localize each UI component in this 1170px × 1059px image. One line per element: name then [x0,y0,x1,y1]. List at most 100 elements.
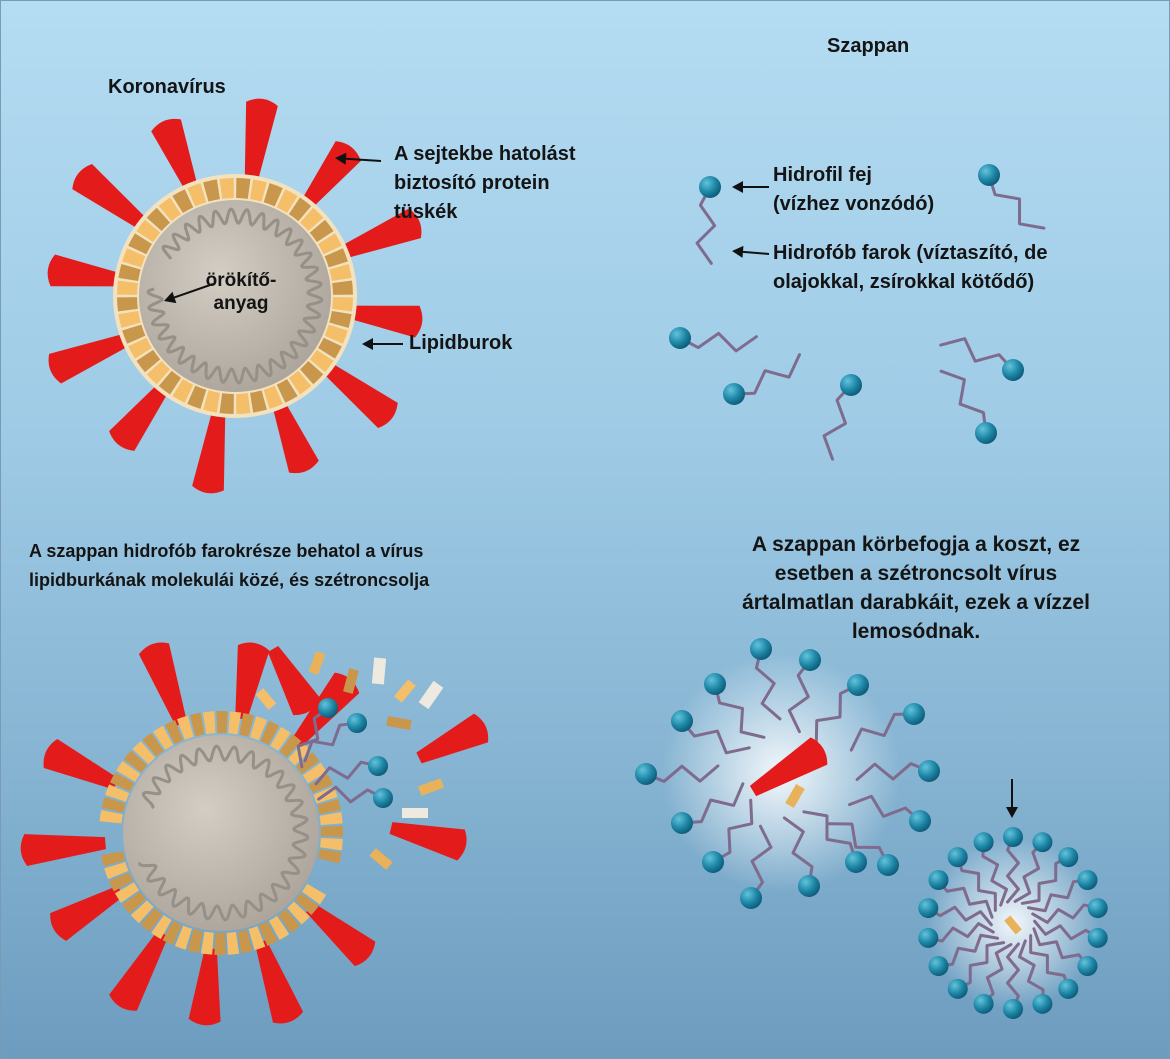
lipid-segment [318,337,342,359]
hydrophilic-head [635,763,657,785]
lipid-segment [329,264,352,281]
hydrophilic-head [918,927,939,948]
hydrophobic-tail [680,719,751,755]
spike-protein [48,332,134,384]
hydrophilic-head [1032,832,1053,853]
lipid-segment [258,921,278,946]
lipid-segment [200,931,214,955]
spike-protein [192,406,226,494]
lipid-segment [278,909,301,933]
lipid-segment [329,311,352,328]
hydrophilic-head [1077,870,1098,890]
arrow-head [335,152,347,165]
hydrophobic-tail [695,185,717,265]
lipid-segment [164,720,184,745]
hydrophobic-tail [1018,939,1045,1006]
hydrophobic-tail [855,762,931,782]
hydrophilic-head-label: Hidrofil fej (vízhez vonzódó) [773,164,935,215]
genome-label: örökítő- anyag [205,270,277,314]
hydrophobic-tail [1006,942,1020,1011]
hydrophobic-tail [939,337,1015,372]
hydrophilic-head [699,176,721,198]
lipid-segment [132,741,156,765]
lipid-segment [300,207,324,231]
lipid-segment [172,379,194,403]
hydrophobic-tail [1026,878,1089,913]
lipid-segment [269,915,290,941]
lipid-segment [228,711,242,735]
arrow-head [732,245,744,258]
hydrophobic-tail [1033,919,1100,941]
lipid-segment [332,280,353,295]
hydrophilic-head [1087,898,1108,919]
lipid-segment [317,848,342,864]
spike-protein [255,939,304,1024]
hydrophilic-head [840,374,862,396]
lipid-segment [117,280,138,295]
spike-protein [138,642,187,727]
lipid-segment [174,925,192,950]
lipid-fragment [1004,915,1022,935]
lipid-segment [136,219,161,243]
hydrophilic-head [702,851,724,873]
lipid-segment [226,931,240,955]
spike-protein [235,642,270,720]
spike-protein [50,885,124,941]
lipid-segment [276,189,298,213]
lipid-segment [288,370,312,395]
spike-protein [336,208,422,260]
hydrophilic-head [903,703,925,725]
hydrophilic-head [669,327,691,349]
arrow-head [362,338,373,350]
hydrophobic-tail [711,798,754,864]
spike-protein [109,380,171,451]
hydrophobic-tail [296,706,330,769]
spike-protein [389,822,467,861]
spike-protein [151,118,199,195]
lipid-segment [101,797,126,813]
hydrophobic-tail [956,855,997,912]
lipid-segment [288,197,312,222]
lipid-segment [332,297,353,312]
lipid-segment [122,324,146,344]
lipid-fragment [402,808,428,818]
micelle-icon [635,638,940,909]
lipid-segment [309,219,334,243]
hydrophobic-tail [1032,927,1089,968]
spike-protein-label: A sejtekbe hatolást biztosító protein tü… [394,143,576,223]
lipid-segment [260,720,280,746]
step1-caption: A szappan hidrofób farokrésze behatol a … [29,541,430,590]
hydrophilic-head [918,760,940,782]
lipid-segment [123,750,148,773]
hydrophilic-head [1032,993,1053,1014]
hydrophobic-tail [317,785,385,804]
hydrophobic-tail [1029,934,1070,991]
hydrophilic-head [845,851,867,873]
hydrophobic-tail [849,712,916,752]
lipid-segment [146,361,170,385]
hydrophilic-head [1003,999,1023,1019]
hydrophilic-head [798,875,820,897]
lipid-segment [189,712,205,737]
lipid-segment [219,178,234,199]
hydrophobic-tail [713,682,766,739]
lipid-fragment [255,688,277,710]
arrow-icon [362,338,403,350]
lipid-segment [239,713,255,737]
coronavirus-destroyed-icon [20,642,489,1026]
hydrophilic-head [918,898,939,919]
lipid-segment [308,774,333,794]
spike-protein [267,645,321,716]
lipid-segment [146,207,170,231]
hydrophobic-tail [1006,835,1020,904]
lipid-segment [151,914,172,940]
spike-protein [188,948,221,1026]
lipid-fragment [386,715,412,731]
lipid-segment [122,891,146,914]
genome-strand [146,207,324,385]
hydrophilic-head [373,788,393,808]
hydrophilic-head [947,978,968,999]
lipid-segment [263,385,283,409]
lipid-segment [324,324,348,344]
